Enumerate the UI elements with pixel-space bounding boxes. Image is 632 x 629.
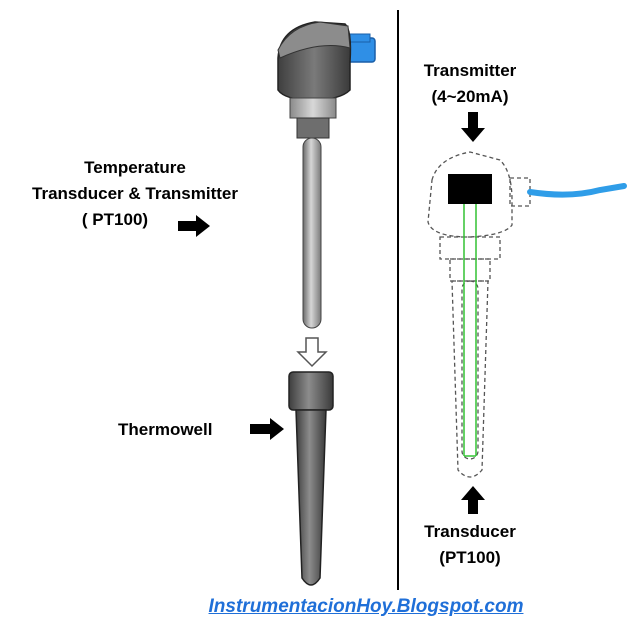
sensor-rod: [302, 137, 322, 329]
thermowell-stem: [295, 409, 327, 586]
arrow-down-outline-icon: [296, 337, 328, 368]
label-line: (4~20mA): [431, 87, 509, 106]
outline-neck: [439, 236, 501, 260]
sensor-outline: [427, 151, 531, 478]
arrow-right-icon: [178, 215, 210, 237]
outline-head: [427, 151, 513, 238]
label-line: Transmitter: [423, 61, 517, 80]
thermowell: [288, 371, 334, 586]
label-line: ( PT100): [81, 210, 149, 229]
transmitter-head: [277, 21, 376, 139]
outline-thread: [449, 258, 491, 282]
thermowell-cap: [288, 371, 334, 411]
label-line: (PT100): [439, 548, 501, 567]
head-neck: [289, 97, 337, 119]
arrow-down-icon: [461, 112, 485, 142]
transducer-label: Transducer (PT100): [395, 519, 545, 571]
head-thread: [296, 117, 330, 139]
signal-cable: [527, 183, 627, 198]
outline-well: [451, 280, 489, 478]
outline-connector: [509, 177, 531, 207]
label-line: Transducer & Transmitter: [32, 184, 238, 203]
transducer-transmitter-label: Temperature Transducer & Transmitter ( P…: [0, 155, 270, 233]
blue-connector-cap: [349, 33, 371, 43]
transmitter-module: [448, 174, 492, 204]
sensor-wires: [463, 204, 477, 457]
label-line: Transducer: [424, 522, 516, 541]
head-lid: [277, 21, 351, 59]
watermark-link[interactable]: InstrumentacionHoy.Blogspot.com: [208, 596, 524, 617]
thermowell-label: Thermowell: [118, 420, 213, 439]
arrow-right-icon: [250, 418, 284, 440]
arrow-up-icon: [461, 486, 485, 514]
transmitter-label: Transmitter (4~20mA): [395, 58, 545, 110]
outline-rod: [461, 280, 479, 460]
label-line: Temperature: [84, 158, 186, 177]
